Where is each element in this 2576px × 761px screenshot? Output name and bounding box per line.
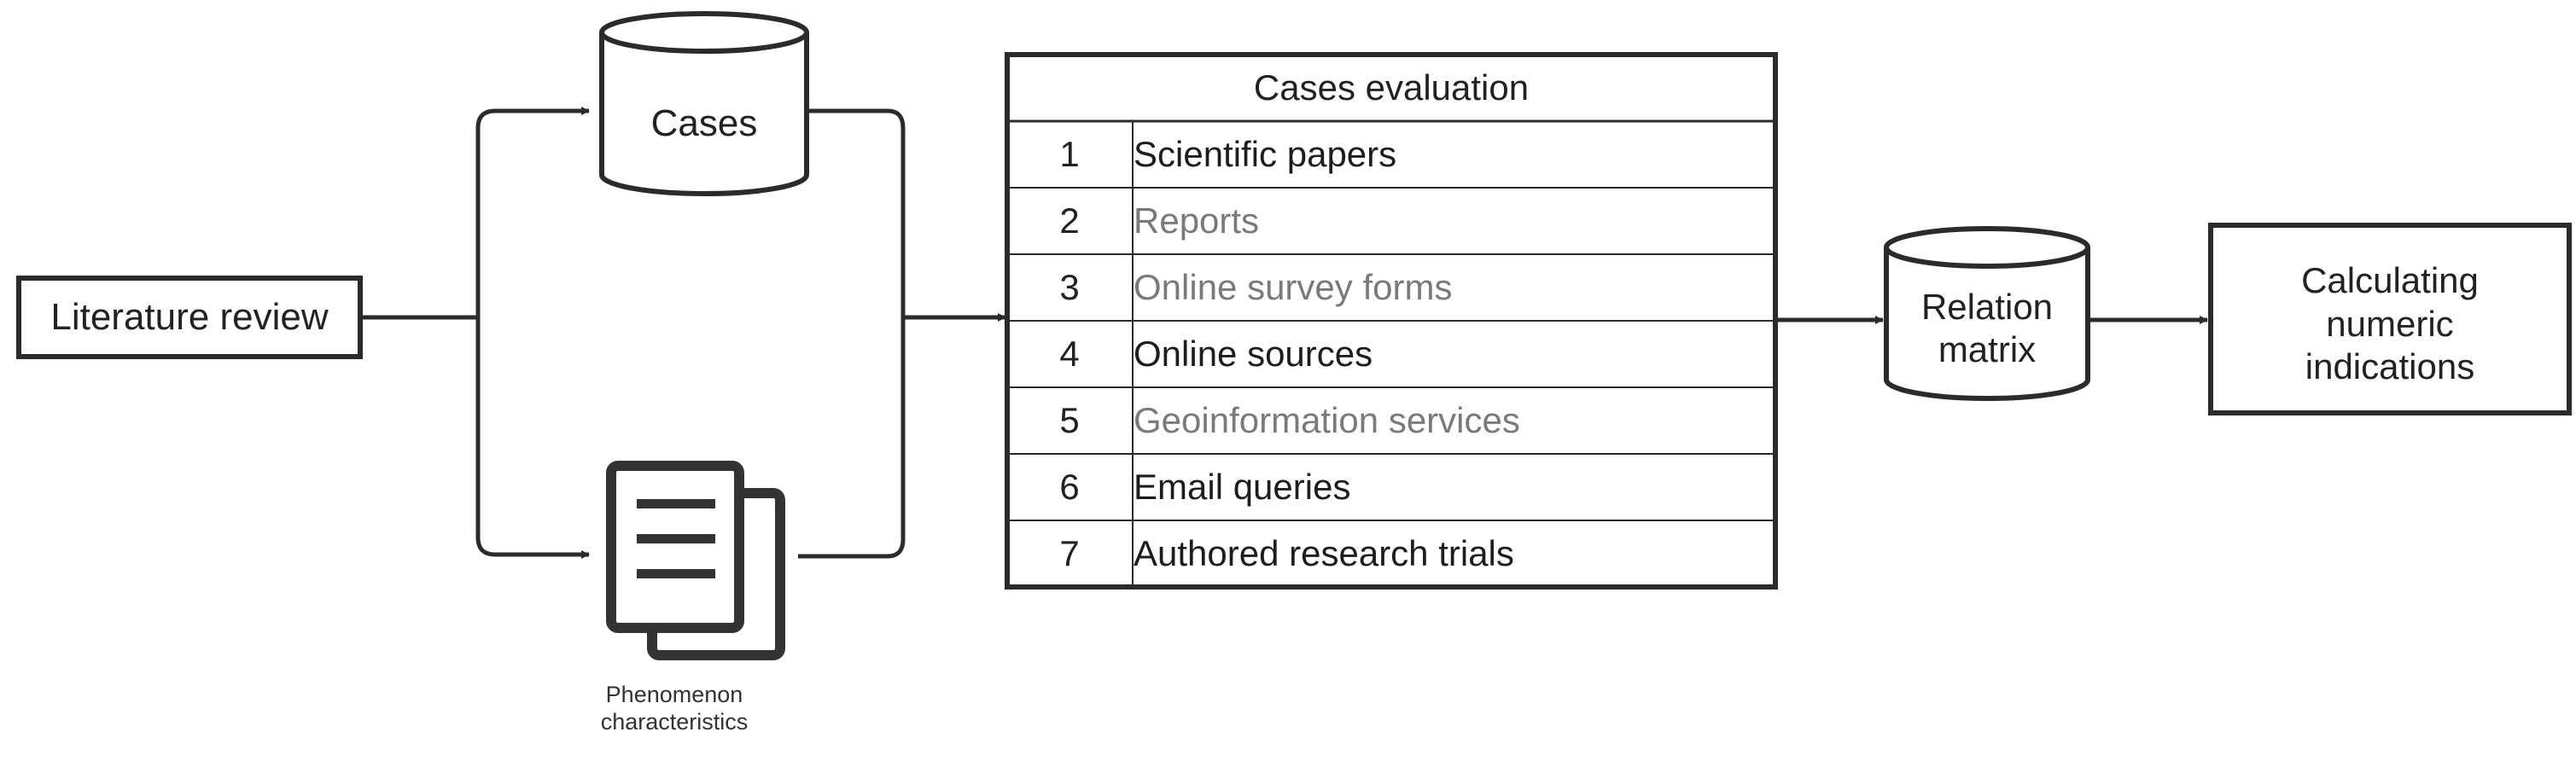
relation-line-1: Relation [1920, 286, 2054, 327]
table-row: 3 Online survey forms [1007, 254, 1775, 321]
row-label: Online survey forms [1134, 267, 1453, 307]
relation-line-2: matrix [1938, 329, 2037, 369]
row-number: 6 [1059, 467, 1080, 507]
calculating-line-3: indications [2305, 346, 2475, 387]
calculating-box [2208, 223, 2572, 415]
phenomenon-line-1: Phenomenon [605, 681, 743, 707]
row-number: 5 [1059, 400, 1080, 440]
row-number: 1 [1059, 134, 1080, 174]
literature-review-box [16, 276, 363, 359]
phenomenon-characteristics-label: Phenomenon characteristics [546, 665, 802, 751]
row-number: 3 [1059, 267, 1080, 307]
split-connector [360, 107, 590, 559]
table-row: 5 Geoinformation services [1007, 387, 1775, 454]
row-label: Online sources [1134, 334, 1373, 374]
row-label: Email queries [1134, 467, 1351, 507]
calculating-label: Calculating numeric indications [2211, 239, 2569, 410]
row-number: 2 [1059, 200, 1080, 241]
relation-matrix-label: Relation matrix [1885, 273, 2089, 384]
literature-review-label: Literature review [50, 295, 329, 338]
calculating-line-2: numeric [2326, 303, 2454, 344]
table-row: 1 Scientific papers [1007, 121, 1775, 188]
table-row: 7 Authored research trials [1007, 520, 1775, 587]
relation-matrix-database [1884, 226, 2090, 401]
row-label: Authored research trials [1134, 533, 1514, 573]
phenomenon-line-2: characteristics [600, 709, 749, 735]
table-row: 2 Reports [1007, 188, 1775, 254]
merge-connector [798, 108, 1006, 559]
table-row: 4 Online sources [1007, 321, 1775, 387]
row-label: Reports [1134, 200, 1260, 241]
documents-icon [606, 461, 785, 660]
table-row: 6 Email queries [1007, 454, 1775, 520]
calculating-line-1: Calculating [2301, 260, 2479, 301]
row-number: 4 [1059, 334, 1080, 374]
cases-database [599, 11, 809, 196]
row-label: Geoinformation services [1134, 400, 1520, 440]
row-number: 7 [1059, 533, 1080, 573]
table-title: Cases evaluation [1253, 67, 1530, 107]
cases-label: Cases [650, 102, 758, 144]
row-label: Scientific papers [1134, 134, 1397, 174]
